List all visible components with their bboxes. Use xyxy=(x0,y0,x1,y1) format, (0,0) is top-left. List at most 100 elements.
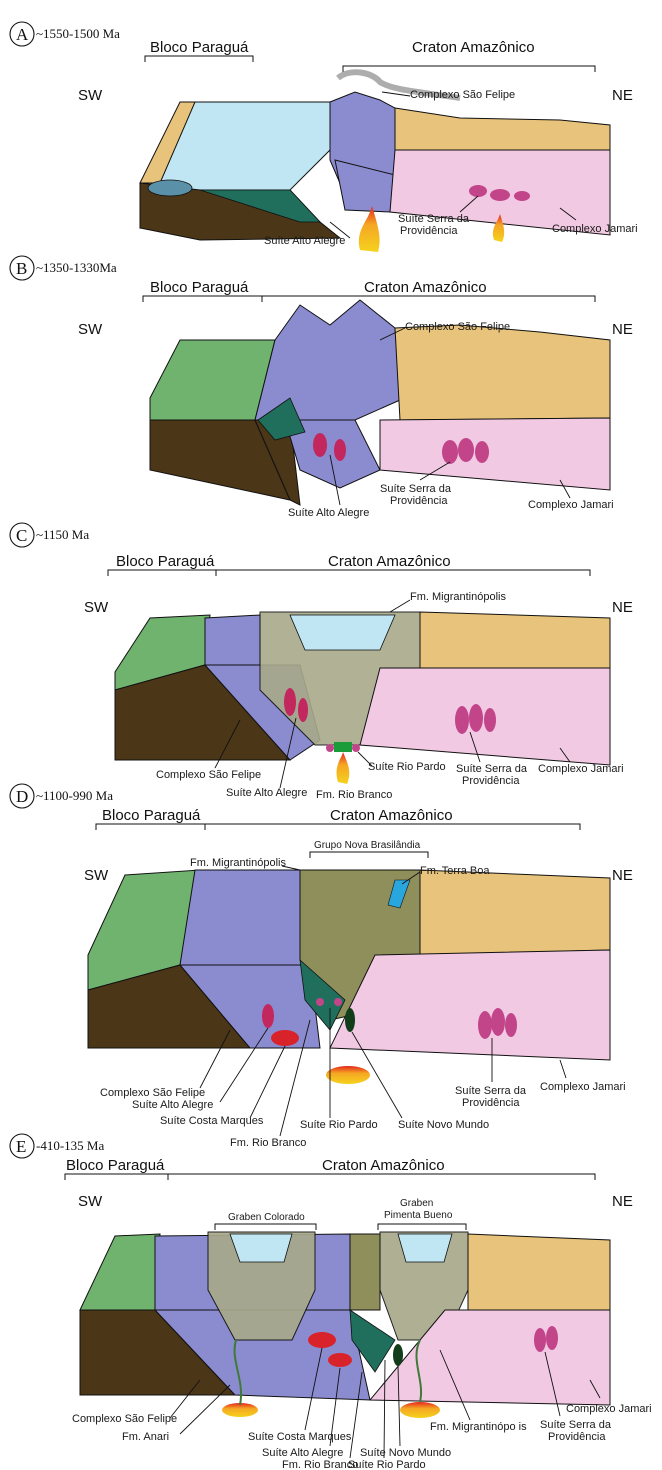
panel-e: E -410-135 Ma Bloco Paraguá Craton Amazô… xyxy=(10,1134,652,1470)
alto-alegre-intrusion-c1 xyxy=(284,688,296,716)
paragua-b xyxy=(150,340,275,420)
panel-a-sw: SW xyxy=(78,87,103,104)
panel-e-left-block: Bloco Paraguá xyxy=(66,1157,165,1174)
panel-b-age: ~1350-1330Ma xyxy=(36,260,117,275)
panel-e-right-block: Craton Amazônico xyxy=(322,1157,445,1174)
craton-top-d xyxy=(420,870,610,955)
providencia-granite-b1 xyxy=(442,440,458,464)
panel-c-label-migrantinopolis: Fm. Migrantinópolis xyxy=(410,591,506,603)
novo-mundo-e xyxy=(393,1344,403,1366)
panel-b-right-block: Craton Amazônico xyxy=(364,279,487,296)
panel-d-label-alto-alegre: Suíte Alto Alegre xyxy=(132,1099,213,1111)
panel-d-right-block: Craton Amazônico xyxy=(330,807,453,824)
panel-a-label-alto-alegre: Suíte Alto Alegre xyxy=(264,235,345,247)
sao-felipe-b xyxy=(255,300,400,420)
panel-d-label-rio-branco: Fm. Rio Branco xyxy=(230,1137,306,1149)
rio-branco-c xyxy=(334,742,352,752)
nova-brasilandia-e xyxy=(350,1234,380,1310)
alto-alegre-intrusion-b1 xyxy=(313,433,327,457)
panel-b: B ~1350-1330Ma Bloco Paraguá Craton Amaz… xyxy=(10,256,633,519)
rio-pardo-c2 xyxy=(352,744,360,752)
panel-c-ne: NE xyxy=(612,599,633,616)
panel-d-label-terra-boa: Fm. Terra Boa xyxy=(420,865,490,877)
providencia-granite-d1 xyxy=(478,1011,492,1039)
panel-e-label-pimenta-bueno: Pimenta Bueno xyxy=(384,1210,453,1221)
panel-a-right-block: Craton Amazônico xyxy=(412,39,535,56)
panel-a-label-jamari: Complexo Jamari xyxy=(552,223,638,235)
panel-d-label-serra2: Providência xyxy=(462,1097,520,1109)
craton-top-b xyxy=(395,325,610,420)
panel-c-right-block: Craton Amazônico xyxy=(328,553,451,570)
panel-c: C ~1150 Ma Bloco Paraguá Craton Amazônic… xyxy=(10,523,633,801)
panel-c-bracket-right xyxy=(216,570,590,576)
panel-a-block xyxy=(140,72,610,252)
alto-alegre-intrusion-c2 xyxy=(298,698,308,722)
panel-c-block xyxy=(115,612,610,784)
costa-marques-e2 xyxy=(328,1353,352,1367)
panel-d-left-block: Bloco Paraguá xyxy=(102,807,201,824)
panel-b-bracket-left xyxy=(143,296,262,302)
providencia-granite-c2 xyxy=(469,704,483,732)
panel-e-label-jamari: Complexo Jamari xyxy=(566,1403,652,1415)
panel-c-letter: C xyxy=(16,526,27,545)
magma-a1 xyxy=(359,206,380,252)
jamari-d xyxy=(330,950,610,1060)
panel-b-label-alto-alegre: Suíte Alto Alegre xyxy=(288,507,369,519)
panel-a-left-block: Bloco Paraguá xyxy=(150,39,249,56)
panel-e-block xyxy=(80,1232,610,1418)
novo-mundo-d xyxy=(345,1008,355,1032)
panel-e-label-costa-marques: Suíte Costa Marques xyxy=(248,1431,352,1443)
rio-pardo-d1 xyxy=(316,998,324,1006)
providencia-granite-c1 xyxy=(455,706,469,734)
magma-e1 xyxy=(222,1403,258,1417)
panel-d-sw: SW xyxy=(84,867,109,884)
craton-top-c xyxy=(420,612,610,668)
panel-d-label-serra1: Suíte Serra da xyxy=(455,1085,527,1097)
panel-e-label-sao-felipe: Complexo São Felipe xyxy=(72,1413,177,1425)
panel-e-sw: SW xyxy=(78,1193,103,1210)
panel-c-label-alto-alegre: Suíte Alto Alegre xyxy=(226,787,307,799)
providencia-granite-b2 xyxy=(458,438,474,462)
panel-e-label-graben-colorado: Graben Colorado xyxy=(228,1212,305,1223)
panel-a-letter: A xyxy=(16,25,29,44)
panel-e-letter: E xyxy=(16,1137,26,1156)
panel-e-label-alto-alegre: Suíte Alto Alegre xyxy=(262,1447,343,1459)
panel-d-age: ~1100-990 Ma xyxy=(36,788,113,803)
panel-e-label-migrantinopolis: Fm. Migrantinópo is xyxy=(430,1421,527,1433)
magma-d xyxy=(326,1066,370,1084)
panel-d-label-novo-mundo: Suíte Novo Mundo xyxy=(398,1119,489,1131)
paragua-e xyxy=(80,1234,160,1310)
panel-e-label-rio-pardo: Suíte Rio Pardo xyxy=(348,1459,426,1470)
lake-pimenta-e xyxy=(398,1234,452,1262)
basin-lens xyxy=(148,180,192,196)
jamari-b xyxy=(380,418,610,490)
panel-d-bracket-left xyxy=(96,824,205,830)
panel-e-label-rio-branco: Fm. Rio Branco xyxy=(282,1459,358,1470)
panel-e-bracket-right xyxy=(168,1174,595,1180)
panel-e-bracket-pimenta xyxy=(378,1224,466,1230)
sao-felipe-top-c xyxy=(205,615,260,665)
panel-b-ne: NE xyxy=(612,321,633,338)
panel-c-label-serra1: Suíte Serra da xyxy=(456,763,528,775)
costa-marques-d xyxy=(271,1030,299,1046)
panel-e-label-anari: Fm. Anari xyxy=(122,1431,169,1443)
panel-e-label-novo-mundo: Suíte Novo Mundo xyxy=(360,1447,451,1459)
panel-a: A ~1550-1500 Ma Bloco Paraguá Craton Ama… xyxy=(10,22,638,252)
panel-a-bracket-right xyxy=(343,66,595,72)
panel-b-label-serra2: Providência xyxy=(390,495,448,507)
panel-e-label-serra2: Providência xyxy=(548,1431,606,1443)
providencia-granite-d2 xyxy=(491,1008,505,1036)
panel-e-bracket-colorado xyxy=(215,1224,316,1230)
panel-a-ne: NE xyxy=(612,87,633,104)
panel-d-bracket-nova xyxy=(310,852,428,858)
panel-c-label-serra2: Providência xyxy=(462,775,520,787)
providencia-granite-d3 xyxy=(505,1013,517,1037)
panel-a-label-serra2: Providência xyxy=(400,225,458,237)
panel-d-label-migrantinopolis: Fm. Migrantinópolis xyxy=(190,857,286,869)
panel-e-age: -410-135 Ma xyxy=(36,1138,104,1153)
providencia-granite-b3 xyxy=(475,441,489,463)
panel-d-label-rio-pardo: Suíte Rio Pardo xyxy=(300,1119,378,1131)
panel-b-block xyxy=(150,300,610,505)
panel-e-ne: NE xyxy=(612,1193,633,1210)
panel-d-label-nova-brasilandia: Grupo Nova Brasilândia xyxy=(314,840,421,851)
